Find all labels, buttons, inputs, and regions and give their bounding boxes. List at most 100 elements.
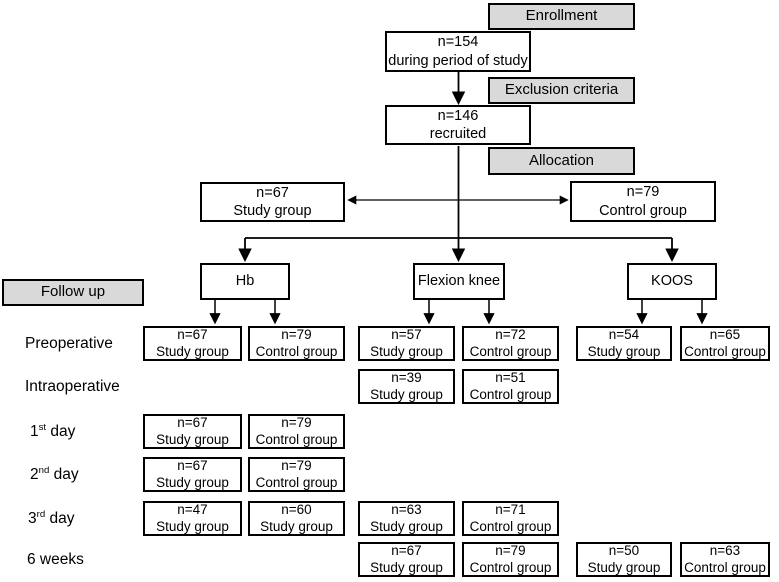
- enrollment-stage-box: Enrollment: [488, 3, 635, 30]
- measure-flexion-knee-box: Flexion knee: [413, 263, 505, 300]
- cell-n: n=63: [709, 543, 741, 559]
- exclusion-criteria-label: Exclusion criteria: [504, 81, 619, 99]
- allocation-label: Allocation: [528, 151, 595, 169]
- cell-group: Study group: [370, 343, 443, 359]
- control-group-n: n=79: [626, 184, 660, 201]
- cell-group: Study group: [587, 343, 661, 359]
- enrollment-label: Enrollment: [525, 7, 598, 25]
- row-label-3rd-day-num: 3: [28, 510, 37, 527]
- cell-n: n=79: [281, 458, 312, 474]
- row-label-6-weeks: 6 weeks: [27, 551, 84, 568]
- row-label-intraoperative: Intraoperative: [25, 378, 120, 395]
- cell-intraop-flexion-study: n=39 Study group: [358, 369, 455, 404]
- cell-n: n=54: [608, 327, 640, 343]
- row-label-3rd-day-rest: day: [45, 510, 75, 527]
- cell-weeks6-flexion-control: n=79 Control group: [462, 542, 559, 577]
- cell-group: Study group: [370, 559, 443, 575]
- cell-n: n=67: [391, 543, 422, 559]
- exclusion-criteria-stage-box: Exclusion criteria: [488, 77, 635, 104]
- cell-n: n=79: [281, 415, 312, 431]
- recruited-desc: recruited: [429, 126, 487, 142]
- cell-n: n=60: [281, 502, 312, 518]
- study-group-n: n=67: [256, 184, 289, 201]
- cell-n: n=65: [709, 327, 741, 343]
- measure-koos-label: KOOS: [651, 273, 693, 290]
- cell-weeks6-koos-study: n=50 Study group: [576, 542, 672, 577]
- cell-n: n=79: [495, 543, 526, 559]
- row-label-preoperative: Preoperative: [25, 335, 113, 352]
- cell-group: Control group: [469, 518, 552, 534]
- cell-n: n=57: [391, 327, 422, 343]
- cell-group: Control group: [255, 431, 338, 447]
- row-label-1st-day-rest: day: [46, 423, 76, 440]
- cell-group: Control group: [684, 559, 766, 575]
- measure-flexion-knee-label: Flexion knee: [417, 273, 501, 290]
- cell-n: n=67: [177, 415, 208, 431]
- follow-up-stage-box: Follow up: [2, 279, 144, 306]
- cell-day3-flexion-study: n=63 Study group: [358, 501, 455, 536]
- measure-hb-box: Hb: [200, 263, 290, 300]
- cell-group: Control group: [469, 343, 552, 359]
- measure-hb-label: Hb: [235, 273, 255, 290]
- cell-n: n=47: [177, 502, 208, 518]
- measure-koos-box: KOOS: [627, 263, 717, 300]
- row-label-1st-day-sup: st: [38, 421, 47, 433]
- cell-n: n=51: [495, 370, 526, 386]
- row-label-1st-day-num: 1: [30, 423, 39, 440]
- cell-n: n=67: [177, 327, 208, 343]
- cell-group: Study group: [156, 518, 229, 534]
- row-label-2nd-day-num: 2: [30, 466, 39, 483]
- cell-day3-hb-control: n=60 Study group: [248, 501, 345, 536]
- cell-n: n=63: [391, 502, 422, 518]
- cell-day1-hb-study: n=67 Study group: [143, 414, 242, 449]
- cell-n: n=71: [495, 502, 526, 518]
- allocation-stage-box: Allocation: [488, 147, 635, 175]
- cell-weeks6-flexion-study: n=67 Study group: [358, 542, 455, 577]
- row-label-3rd-day: 3rd day: [28, 509, 74, 528]
- cell-day2-hb-control: n=79 Control group: [248, 457, 345, 492]
- cell-day3-flexion-control: n=71 Control group: [462, 501, 559, 536]
- row-label-3rd-day-sup: rd: [36, 508, 46, 520]
- cell-n: n=67: [177, 458, 208, 474]
- cell-group: Study group: [370, 386, 443, 402]
- row-label-2nd-day-rest: day: [49, 466, 79, 483]
- cell-preop-flexion-control: n=72 Control group: [462, 326, 559, 361]
- cell-n: n=72: [495, 327, 526, 343]
- control-group-box: n=79 Control group: [570, 181, 716, 222]
- cell-weeks6-koos-control: n=63 Control group: [680, 542, 770, 577]
- cell-group: Control group: [684, 343, 766, 359]
- cell-group: Study group: [260, 518, 333, 534]
- row-label-2nd-day: 2nd day: [30, 465, 79, 484]
- cell-n: n=79: [281, 327, 312, 343]
- screened-n: n=154: [437, 34, 479, 51]
- cell-intraop-flexion-control: n=51 Control group: [462, 369, 559, 404]
- cell-group: Study group: [156, 474, 229, 490]
- recruited-n: n=146: [437, 107, 479, 124]
- cell-group: Study group: [587, 559, 661, 575]
- cell-group: Study group: [156, 431, 229, 447]
- screened-desc: during period of study: [388, 52, 528, 69]
- cell-group: Control group: [469, 559, 552, 575]
- row-label-2nd-day-sup: nd: [38, 464, 50, 476]
- cell-day1-hb-control: n=79 Control group: [248, 414, 345, 449]
- study-group-label: Study group: [233, 203, 312, 219]
- cell-day2-hb-study: n=67 Study group: [143, 457, 242, 492]
- cell-preop-hb-study: n=67 Study group: [143, 326, 242, 361]
- cell-preop-koos-study: n=54 Study group: [576, 326, 672, 361]
- cell-group: Control group: [255, 343, 338, 359]
- cell-n: n=50: [608, 543, 640, 559]
- cell-group: Study group: [156, 343, 229, 359]
- cell-day3-hb-study: n=47 Study group: [143, 501, 242, 536]
- cell-preop-flexion-study: n=57 Study group: [358, 326, 455, 361]
- follow-up-label: Follow up: [40, 283, 106, 301]
- cell-group: Control group: [469, 386, 552, 402]
- recruited-box: n=146 recruited: [385, 105, 531, 145]
- row-label-1st-day: 1st day: [30, 422, 75, 441]
- cell-preop-hb-control: n=79 Control group: [248, 326, 345, 361]
- screened-box: n=154 during period of study: [385, 31, 531, 72]
- control-group-label: Control group: [599, 202, 687, 219]
- study-group-box: n=67 Study group: [200, 182, 345, 222]
- cell-preop-koos-control: n=65 Control group: [680, 326, 770, 361]
